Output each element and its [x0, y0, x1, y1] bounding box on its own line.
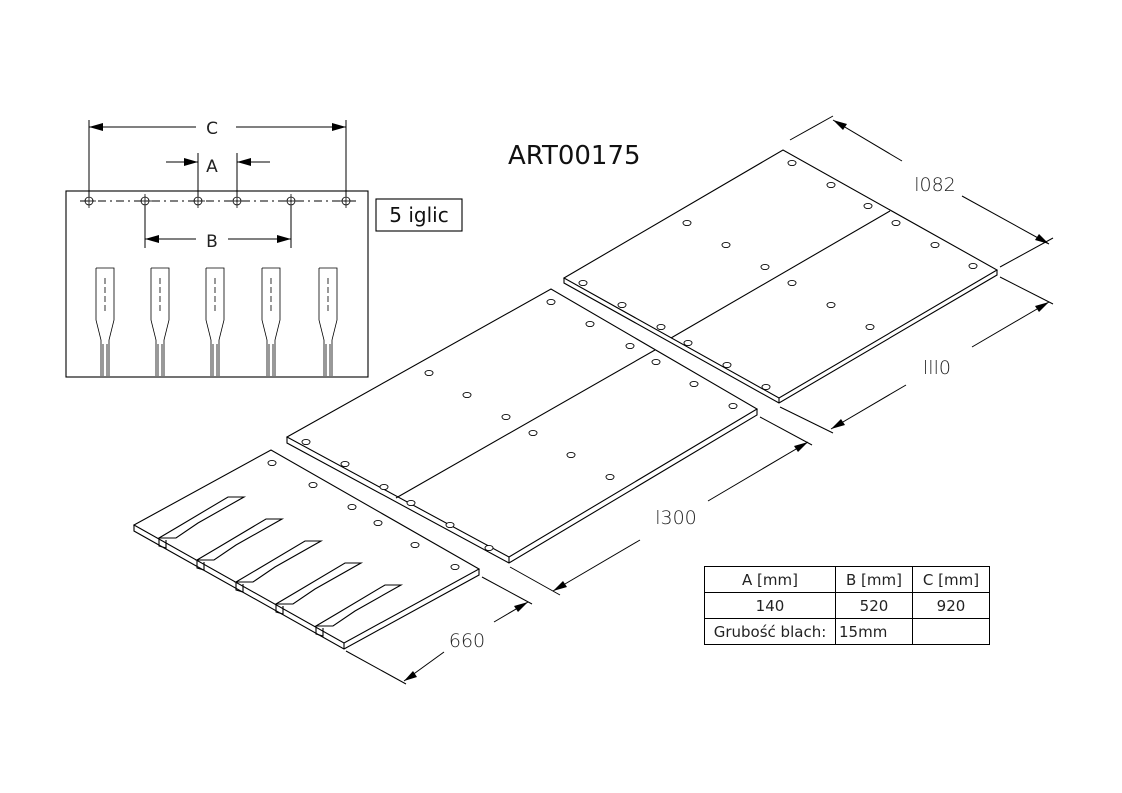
- dimension-660-label: 660: [449, 630, 485, 652]
- dimension-1082-label: l082: [914, 174, 956, 196]
- thickness-label: Grubość blach:: [704, 618, 836, 645]
- dimension-1082: l082: [789, 115, 1054, 268]
- needle-count-box: 5 iglic: [375, 198, 463, 232]
- dimension-1300-label: l300: [655, 507, 697, 529]
- table-row: 140 520 920: [704, 592, 990, 619]
- dimension-a-label: A: [206, 157, 218, 177]
- detail-frame: [65, 190, 369, 378]
- header-b: B [mm]: [835, 566, 913, 593]
- dimension-b: B: [144, 206, 292, 252]
- header-a: A [mm]: [704, 566, 836, 593]
- dimension-1110: lll0: [779, 276, 1054, 434]
- drawing-title: ART00175: [508, 141, 641, 171]
- dimension-c: C: [88, 119, 347, 196]
- value-a: 140: [704, 592, 836, 619]
- empty-cell: [912, 618, 990, 645]
- table-row: A [mm] B [mm] C [mm]: [704, 566, 990, 593]
- needle-slots: [156, 496, 404, 637]
- needle-shapes: [95, 267, 338, 376]
- middle-plate: [285, 288, 759, 564]
- needle-count-label: 5 iglic: [389, 203, 448, 227]
- value-c: 920: [912, 592, 990, 619]
- dimension-1110-label: lll0: [923, 357, 951, 379]
- header-c: C [mm]: [912, 566, 990, 593]
- dimension-a: A: [166, 153, 270, 196]
- detail-view: C A B: [65, 119, 369, 378]
- dimension-table: A [mm] B [mm] C [mm] 140 520 920 Grubość…: [704, 566, 990, 645]
- table-row: Grubość blach: 15mm: [704, 618, 990, 645]
- upper-plate: [562, 149, 999, 404]
- needle-hole-markers: [82, 194, 353, 208]
- dimension-c-label: C: [206, 119, 218, 139]
- dimension-660: 660: [345, 576, 533, 685]
- dimension-1300: l300: [509, 416, 813, 596]
- thickness-value: 15mm: [835, 618, 913, 645]
- value-b: 520: [835, 592, 913, 619]
- dimension-b-label: B: [206, 232, 218, 252]
- front-plate: [132, 449, 481, 650]
